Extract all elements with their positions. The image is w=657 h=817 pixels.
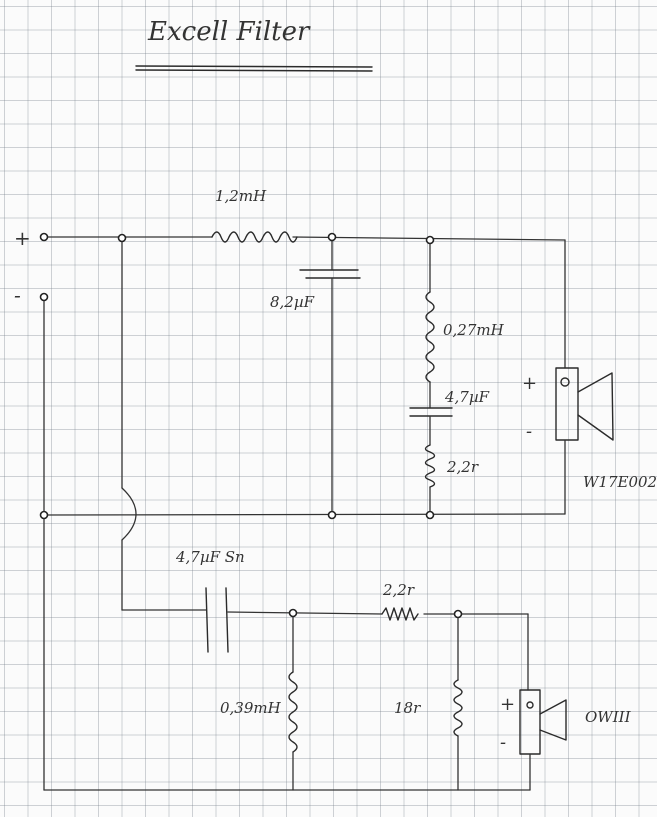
woofer-model-label: W17E002 <box>583 473 657 491</box>
resistor-r2 <box>381 607 529 691</box>
resistor-r3 <box>453 613 463 791</box>
schematic-title: Excell Filter <box>147 17 311 47</box>
woofer-speaker <box>555 239 614 515</box>
bypass-wire <box>121 236 207 611</box>
resistor-r3-label: 18r <box>394 699 421 717</box>
inductor-l3-label: 0,39mH <box>220 699 282 717</box>
tweeter-feed-wire <box>227 611 383 615</box>
inductor-l1-label: 1,2mH <box>215 187 267 205</box>
junction-node <box>453 609 463 619</box>
tweeter-plus-label: + <box>500 694 515 715</box>
woofer-plus-label: + <box>522 373 537 394</box>
capacitor-c2-label: 4,7µF <box>444 388 490 406</box>
plus-terminal-label: + <box>14 226 31 250</box>
resistor-r2-label: 2,2r <box>382 581 415 599</box>
junction-node <box>288 608 298 618</box>
junction-node <box>39 510 49 520</box>
junction-node <box>425 510 435 520</box>
title-underline-2 <box>135 69 373 72</box>
woofer-negative-wire <box>43 513 566 516</box>
capacitor-c1-label: 8,2µF <box>270 293 315 311</box>
minus-terminal-node <box>39 292 49 302</box>
tweeter-model-label: OWIII <box>585 708 632 726</box>
junction-node <box>425 235 435 245</box>
resistor-r1-label: 2,2r <box>446 458 479 476</box>
minus-terminal-label: - <box>14 283 21 307</box>
inductor-l2-label: 0,27mH <box>443 321 505 339</box>
zobel-branch <box>409 239 453 516</box>
junction-node <box>327 510 337 520</box>
capacitor-c1 <box>299 236 361 516</box>
junction-node <box>327 232 337 242</box>
junction-node <box>117 233 127 243</box>
title-underline-1 <box>135 65 373 68</box>
inductor-l3 <box>288 613 298 791</box>
capacitor-c3 <box>205 587 229 653</box>
woofer-minus-label: - <box>526 421 532 442</box>
tweeter-speaker <box>519 689 567 791</box>
junction-nodes <box>39 232 463 619</box>
capacitor-c3-label: 4,7µF Sn <box>175 548 245 566</box>
tweeter-minus-label: - <box>500 732 506 753</box>
inductor-l1 <box>211 231 298 243</box>
plus-terminal-node <box>39 232 49 242</box>
